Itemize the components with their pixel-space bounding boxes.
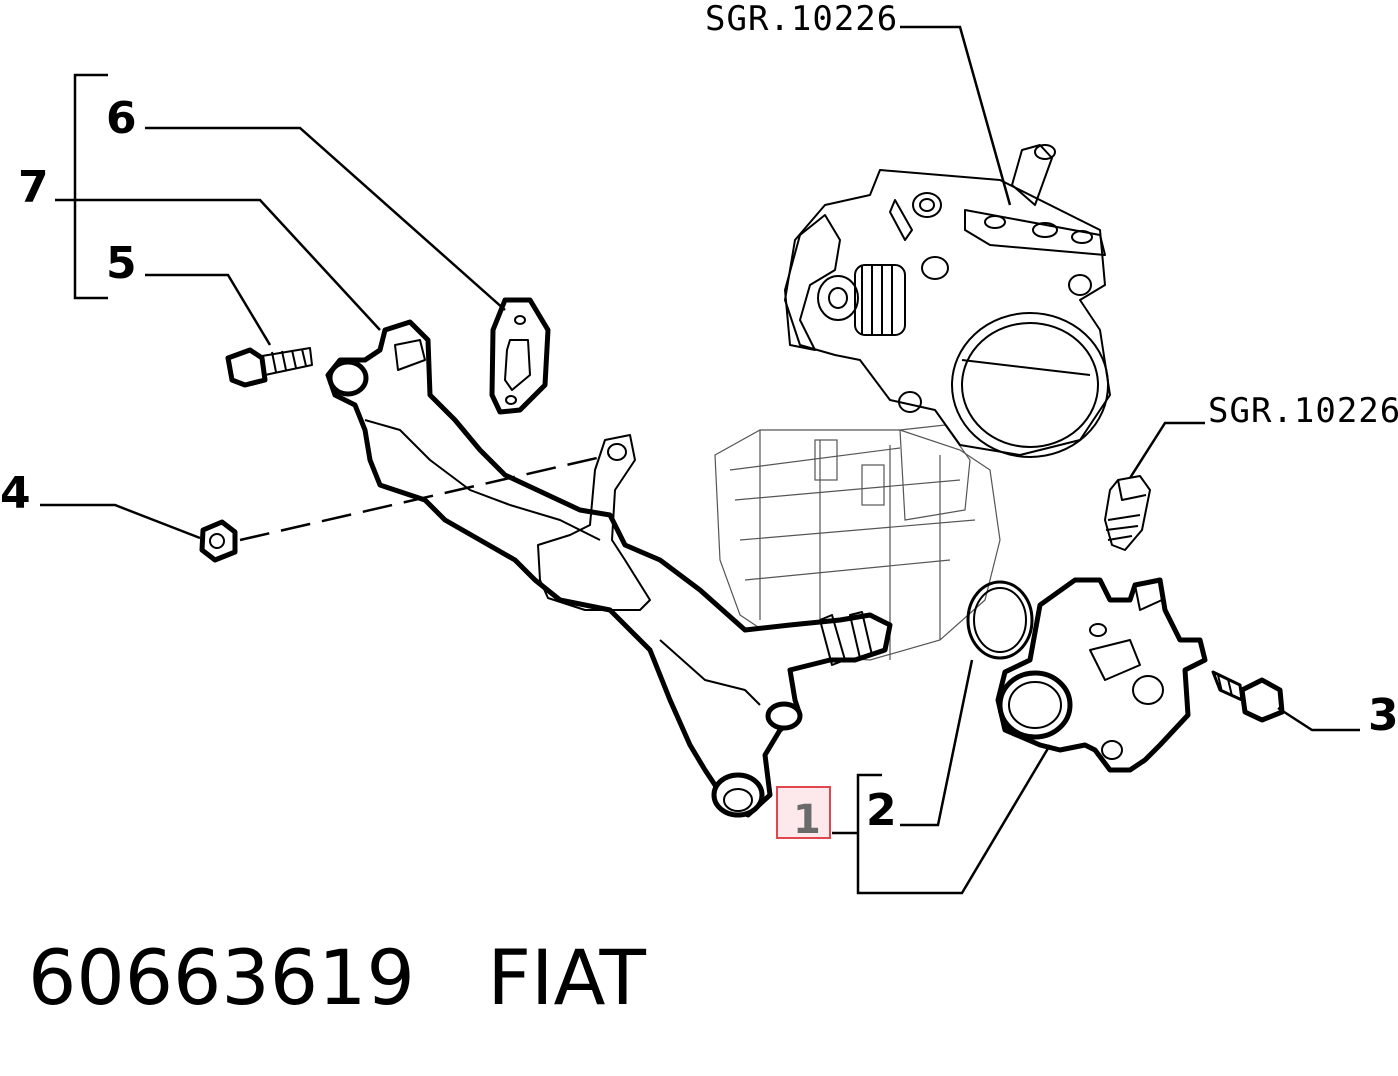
nut-4 xyxy=(199,519,238,563)
callout-2: 2 xyxy=(866,785,897,836)
part-number: 60663619 xyxy=(28,933,415,1022)
callout-1: 1 xyxy=(793,797,821,843)
coolant-pipe xyxy=(325,319,893,818)
callout-5: 5 xyxy=(106,238,137,289)
callout-6: 6 xyxy=(106,93,137,144)
leader-lines xyxy=(40,25,1360,895)
engine-block-outline xyxy=(714,424,1001,661)
reference-code-top: SGR.10226 xyxy=(705,0,898,39)
callout-4: 4 xyxy=(0,468,31,519)
highlight-box xyxy=(776,786,831,839)
thermostat-housing xyxy=(995,577,1208,773)
throttle-body xyxy=(784,144,1111,458)
o-ring xyxy=(966,580,1034,660)
brand-name: FIAT xyxy=(487,933,646,1022)
reference-code-right: SGR.10226 xyxy=(1208,391,1398,431)
bolt-5 xyxy=(225,347,313,388)
caption: 60663619 FIAT xyxy=(28,940,646,1016)
callout-7: 7 xyxy=(18,162,49,213)
highlighted-part-1[interactable]: 1 xyxy=(776,786,831,843)
bolt-3 xyxy=(1211,670,1285,723)
callout-3: 3 xyxy=(1368,690,1398,741)
gasket-plate xyxy=(489,297,551,415)
temperature-sensor xyxy=(1104,475,1151,551)
